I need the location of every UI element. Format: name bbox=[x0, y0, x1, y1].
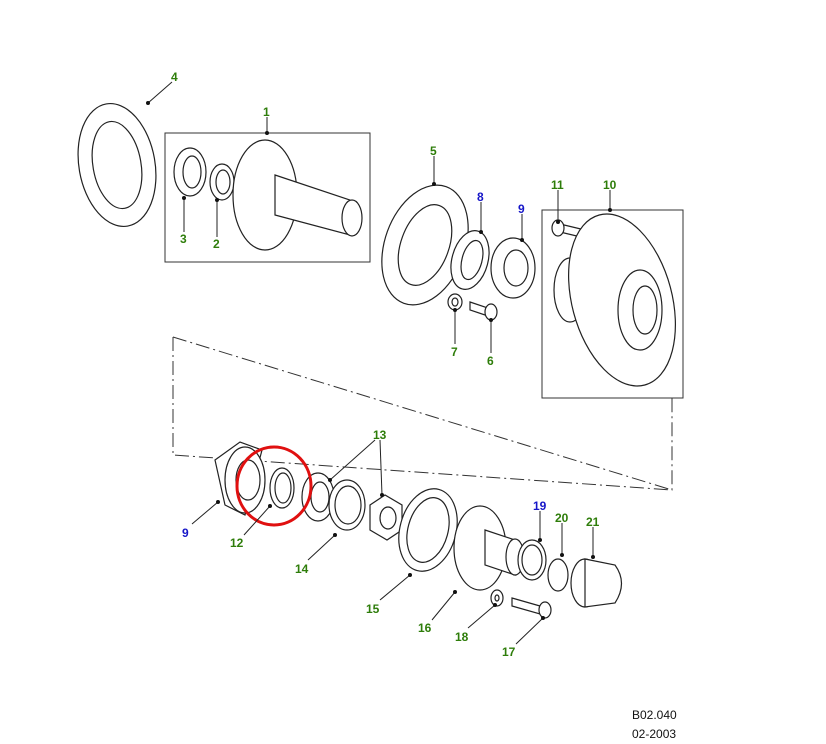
diagram-date: 02-2003 bbox=[632, 727, 677, 741]
part-ring-2[interactable] bbox=[209, 163, 235, 201]
part-shim-19[interactable] bbox=[517, 539, 547, 581]
callout-18[interactable]: 18 bbox=[455, 630, 469, 644]
part-bolt-17[interactable] bbox=[511, 597, 552, 619]
callout-3[interactable]: 3 bbox=[180, 232, 187, 246]
callout-21[interactable]: 21 bbox=[586, 515, 600, 529]
part-gasket-4[interactable] bbox=[69, 97, 165, 232]
highlight-circle bbox=[235, 445, 313, 527]
callout-16[interactable]: 16 bbox=[418, 621, 432, 635]
part-gasket-5[interactable] bbox=[366, 173, 484, 317]
assembly-box-10 bbox=[541, 209, 684, 399]
callout-15[interactable]: 15 bbox=[366, 602, 380, 616]
callout-17[interactable]: 17 bbox=[502, 645, 516, 659]
part-circlip-20[interactable] bbox=[547, 558, 569, 592]
part-circlip-12[interactable] bbox=[269, 467, 295, 509]
callout-10[interactable]: 10 bbox=[603, 178, 617, 192]
diagram-code: B02.040 bbox=[632, 708, 677, 722]
part-hub-10[interactable] bbox=[551, 202, 693, 398]
callout-6[interactable]: 6 bbox=[487, 354, 494, 368]
callout-4[interactable]: 4 bbox=[171, 70, 178, 84]
callout-12[interactable]: 12 bbox=[230, 536, 244, 550]
part-stub-axle-1[interactable] bbox=[232, 139, 363, 251]
part-washer-7[interactable] bbox=[447, 293, 463, 311]
callout-1[interactable]: 1 bbox=[263, 105, 270, 119]
callout-11[interactable]: 11 bbox=[551, 178, 564, 192]
callout-8[interactable]: 8 bbox=[477, 190, 484, 204]
callout-19[interactable]: 19 bbox=[533, 499, 547, 513]
part-lockwasher-14[interactable] bbox=[328, 479, 366, 531]
callout-9-upper[interactable]: 9 bbox=[518, 202, 525, 216]
callout-9-lower[interactable]: 9 bbox=[182, 526, 189, 540]
assembly-line bbox=[172, 337, 673, 491]
part-drive-flange-16[interactable] bbox=[453, 505, 525, 591]
part-nut-13b[interactable] bbox=[369, 494, 403, 541]
part-seal-3[interactable] bbox=[173, 147, 207, 197]
callout-14[interactable]: 14 bbox=[295, 562, 309, 576]
callout-20[interactable]: 20 bbox=[555, 511, 569, 525]
part-gasket-15[interactable] bbox=[390, 482, 466, 578]
part-bearing-9[interactable] bbox=[490, 237, 536, 299]
callout-13[interactable]: 13 bbox=[373, 428, 387, 442]
callout-7[interactable]: 7 bbox=[451, 345, 458, 359]
part-bolt-6[interactable] bbox=[469, 301, 498, 321]
leader-dots bbox=[146, 101, 612, 620]
part-seal-8[interactable] bbox=[445, 226, 495, 293]
leader-lines bbox=[147, 81, 611, 645]
part-cap-21[interactable] bbox=[570, 558, 623, 608]
assembly-line-top bbox=[172, 336, 673, 491]
part-washer-18[interactable] bbox=[490, 589, 504, 607]
callout-5[interactable]: 5 bbox=[430, 144, 437, 158]
callout-2[interactable]: 2 bbox=[213, 237, 220, 251]
